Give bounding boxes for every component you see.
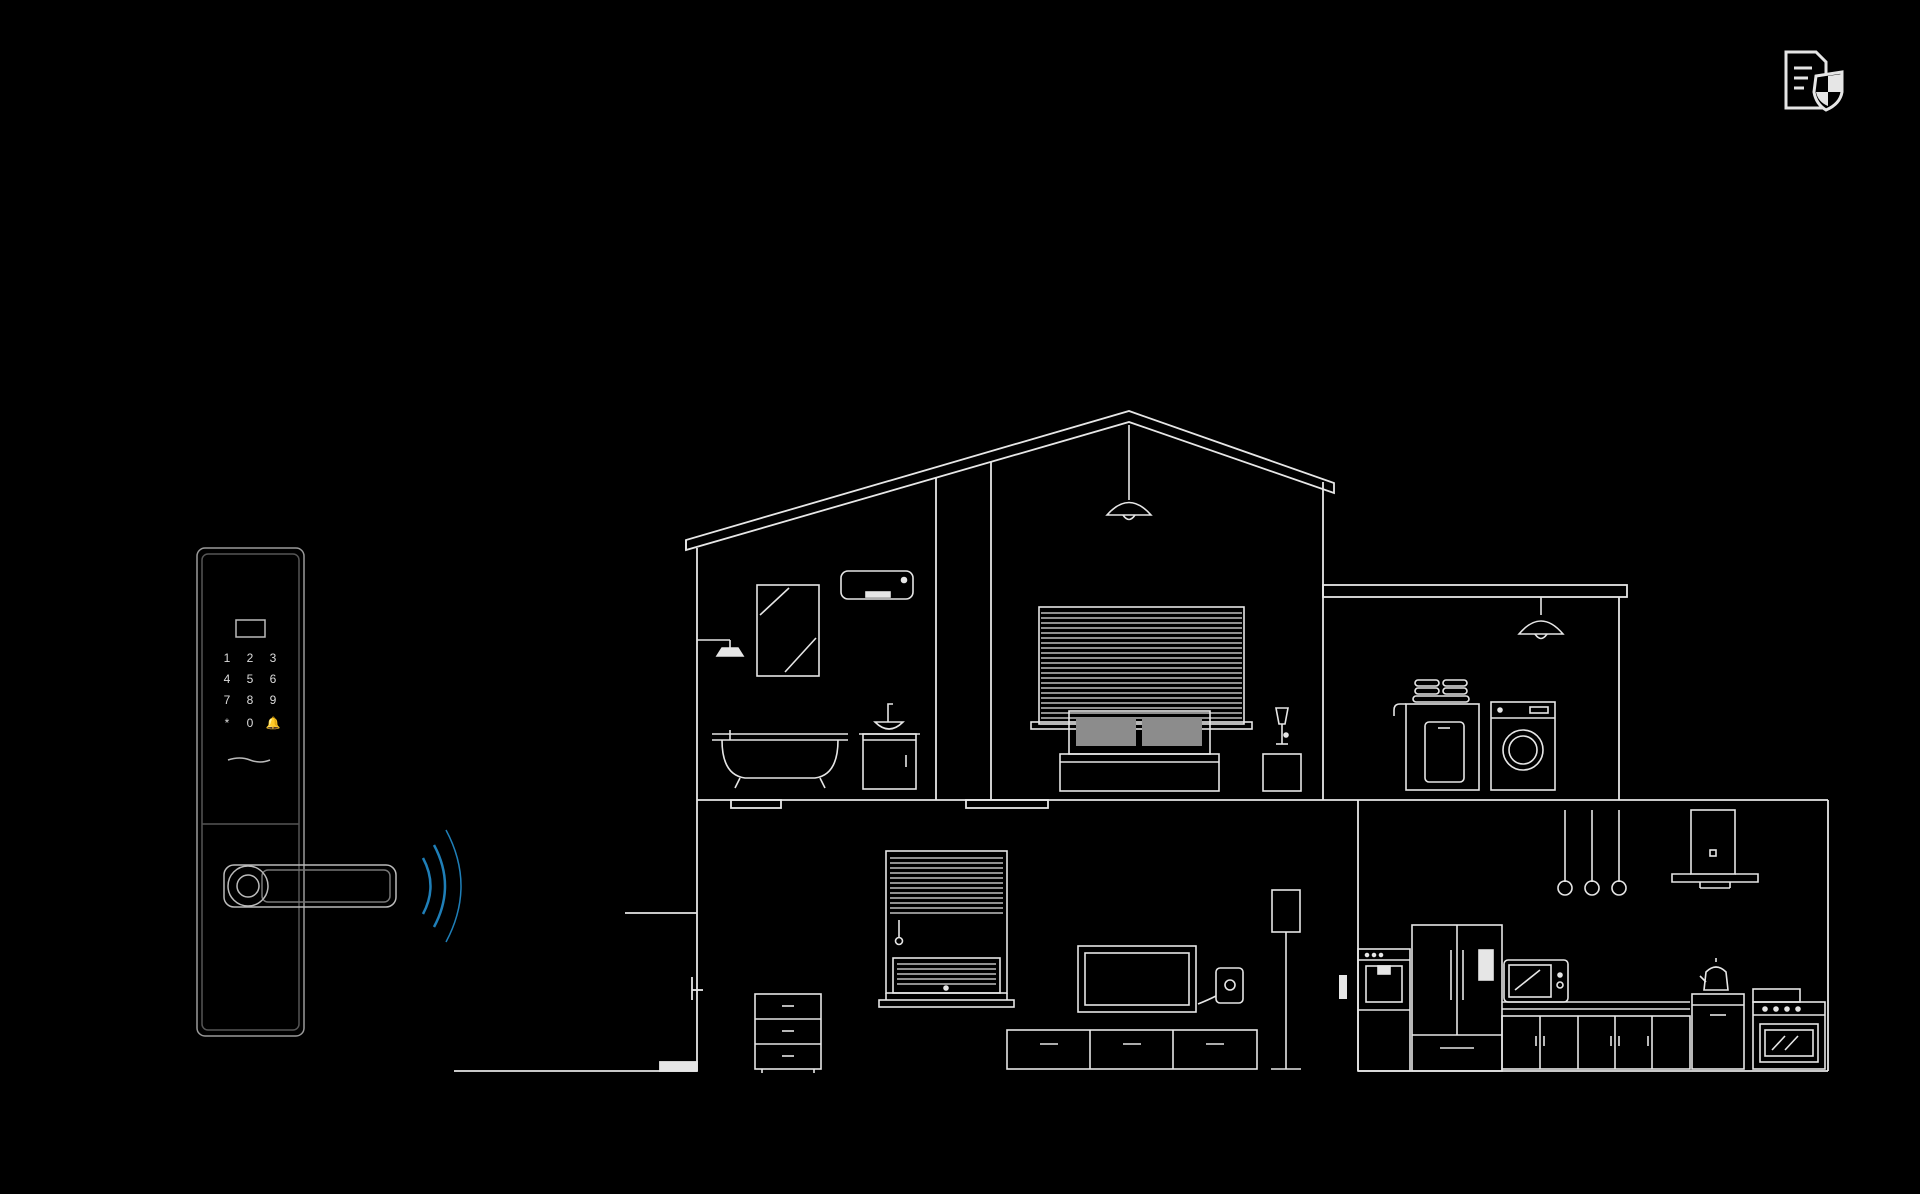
keypad-key[interactable]: 9 bbox=[270, 693, 277, 707]
house-outline bbox=[454, 410, 1829, 1072]
keypad-key[interactable]: 0 bbox=[247, 716, 254, 730]
nightstand-lamp bbox=[1262, 707, 1302, 792]
wall-switch bbox=[1339, 975, 1347, 999]
drawer-cabinet bbox=[754, 993, 822, 1073]
living-room bbox=[754, 850, 1347, 1073]
television bbox=[1077, 945, 1197, 1013]
bedroom bbox=[1030, 425, 1302, 792]
bathtub bbox=[712, 730, 848, 789]
keypad-key[interactable]: 4 bbox=[224, 672, 231, 686]
laundry-room bbox=[1393, 597, 1565, 791]
dishwasher bbox=[1691, 993, 1745, 1070]
lock-logo bbox=[227, 757, 271, 763]
kitchen bbox=[1357, 809, 1826, 1072]
window-blind bbox=[1030, 606, 1253, 730]
keypad-key[interactable]: 7 bbox=[224, 693, 231, 707]
keypad-key[interactable]: 1 bbox=[224, 651, 231, 665]
range-hood bbox=[1671, 809, 1759, 889]
refrigerator bbox=[1411, 924, 1503, 1072]
sink-cabinet bbox=[859, 703, 920, 790]
smart-camera-icon bbox=[1197, 967, 1244, 1005]
keypad-key[interactable]: 🔔 bbox=[266, 716, 281, 730]
wireless-signal-icon bbox=[421, 829, 462, 943]
keypad-key[interactable]: 3 bbox=[270, 651, 277, 665]
keypad-key[interactable]: 8 bbox=[247, 693, 254, 707]
floor-lamp bbox=[1271, 889, 1301, 1070]
lock-keypad[interactable]: 1 2 3 4 5 6 7 8 9 * 0 🔔 bbox=[224, 651, 281, 730]
bathroom bbox=[697, 570, 920, 790]
lock-handle[interactable] bbox=[223, 864, 397, 908]
pendant-lamp-icon bbox=[1517, 597, 1565, 640]
hanging-lamps bbox=[1557, 810, 1627, 896]
water-dispenser bbox=[1357, 948, 1411, 1072]
keypad-key[interactable]: 6 bbox=[270, 672, 277, 686]
document-shield-icon[interactable] bbox=[1784, 50, 1844, 112]
mirror bbox=[756, 584, 820, 677]
oven-range bbox=[1752, 988, 1826, 1070]
keypad-key[interactable]: 5 bbox=[247, 672, 254, 686]
pendant-lamp-icon bbox=[1105, 425, 1153, 521]
window-blind-living bbox=[878, 850, 1015, 1008]
bed bbox=[1059, 710, 1220, 792]
keypad-key[interactable]: * bbox=[225, 716, 230, 730]
washing-machine bbox=[1490, 701, 1556, 791]
smart-door-lock bbox=[196, 547, 397, 1037]
towel-stack bbox=[1412, 679, 1470, 703]
lock-display bbox=[235, 619, 266, 638]
laundry-cabinet bbox=[1393, 703, 1480, 791]
tv-cabinet bbox=[1006, 1029, 1258, 1070]
air-conditioner bbox=[840, 570, 914, 600]
keypad-key[interactable]: 2 bbox=[247, 651, 254, 665]
blind-slats bbox=[1041, 612, 1242, 719]
kitchen-counter bbox=[1501, 1001, 1691, 1070]
living-blind-slats bbox=[890, 857, 1003, 985]
shower-head-icon bbox=[697, 639, 745, 657]
kettle-icon bbox=[1699, 958, 1729, 991]
